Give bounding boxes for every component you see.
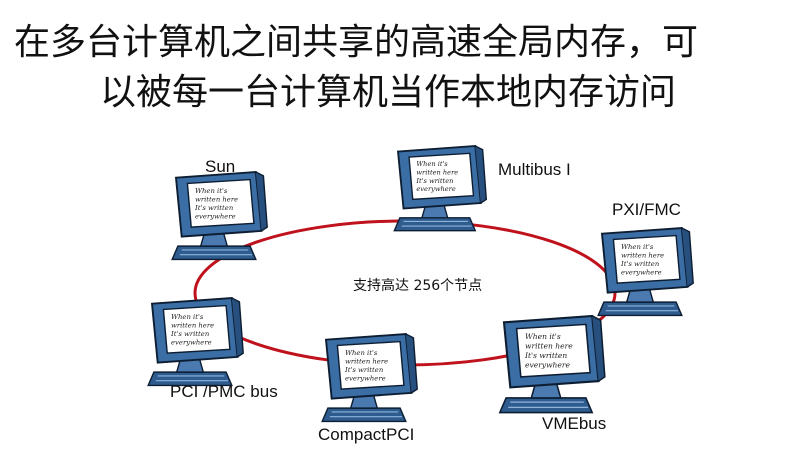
screen-text-2: written here [416, 169, 458, 177]
node-label-pci: PCI /PMC bus [170, 382, 278, 401]
node-label-multibus: Multibus I [498, 160, 571, 179]
screen-text-4: everywhere [525, 360, 570, 369]
node-multibus: When it's written here It's written ever… [393, 145, 488, 232]
node-label-vme: VMEbus [542, 414, 606, 433]
node-label-compactpci: CompactPCI [318, 425, 414, 444]
node-pxi: When it's written here It's written ever… [597, 227, 695, 317]
screen-text-1: When it's [621, 243, 654, 251]
slide-title: 在多台计算机之间共享的高速全局内存，可 以被每一台计算机当作本地内存访问 [0, 18, 793, 118]
screen-text-2: written here [525, 342, 573, 351]
screen-text-1: When it's [171, 313, 204, 321]
screen-text-3: It's written [344, 366, 383, 374]
node-vme: When it's written here It's written ever… [498, 314, 606, 414]
node-sun: When it's written here It's written ever… [171, 171, 269, 261]
screen-text-1: When it's [345, 349, 378, 357]
screen-text-2: written here [195, 195, 238, 203]
node-compactpci: When it's written here It's written ever… [321, 333, 419, 423]
screen-text-3: It's written [620, 260, 659, 268]
node-label-sun: Sun [205, 157, 235, 176]
screen-text-2: written here [345, 357, 388, 365]
screen-text-4: everywhere [195, 213, 236, 221]
ring-label: 支持高达 256个节点 [353, 277, 482, 294]
screen-text-4: everywhere [345, 375, 386, 383]
screen-text-3: It's written [170, 330, 209, 338]
node-pci: When it's written here It's written ever… [147, 297, 245, 387]
screen-text-2: written here [621, 251, 664, 259]
screen-text-1: When it's [525, 332, 561, 341]
screen-text-3: It's written [415, 177, 453, 185]
screen-text-4: everywhere [416, 185, 455, 193]
node-label-pxi: PXI/FMC [612, 200, 681, 219]
title-line-1: 在多台计算机之间共享的高速全局内存，可 [14, 22, 699, 63]
screen-text-1: When it's [416, 160, 448, 168]
screen-text-3: It's written [524, 351, 567, 360]
screen-text-2: written here [171, 321, 214, 329]
screen-text-1: When it's [195, 187, 228, 195]
title-line-2: 以被每一台计算机当作本地内存访问 [100, 72, 677, 113]
screen-text-3: It's written [194, 204, 233, 212]
screen-text-4: everywhere [171, 339, 212, 347]
screen-text-4: everywhere [621, 269, 662, 277]
